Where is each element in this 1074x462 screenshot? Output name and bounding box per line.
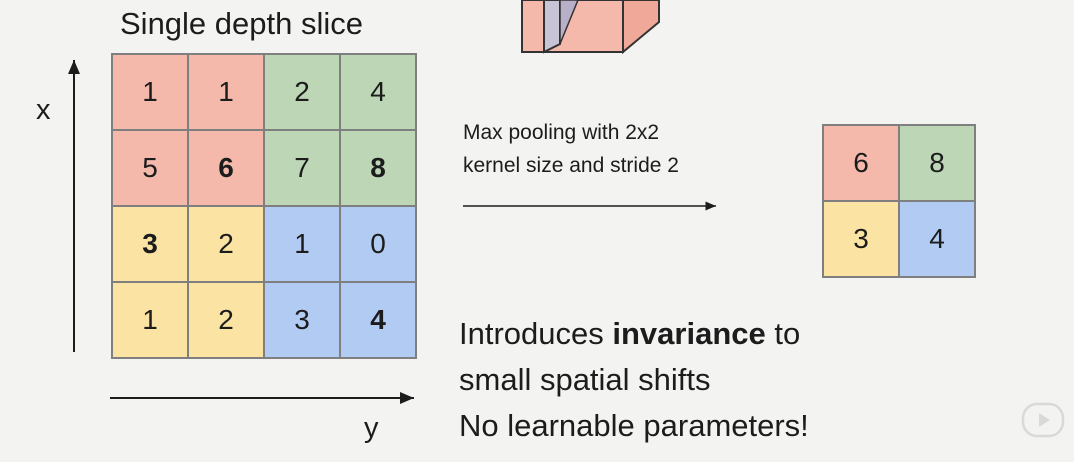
input-grid-cell: 6 [188,130,264,206]
input-grid-cell: 2 [188,282,264,358]
input-grid-cell: 4 [340,54,416,130]
pooling-label-line1: Max pooling with 2x2 [463,121,660,144]
output-grid-cell: 8 [899,125,975,201]
input-grid-cell: 2 [264,54,340,130]
input-grid-cell: 3 [264,282,340,358]
property-spatial-shifts: small spatial shifts [459,362,711,397]
input-grid-cell: 3 [112,206,188,282]
output-grid-cell: 4 [899,201,975,277]
invariance-prefix: Introduces [459,316,613,351]
input-grid-cell: 1 [188,54,264,130]
pooling-properties-text: Introduces invariance to small spatial s… [459,311,809,449]
input-grid-cell: 0 [340,206,416,282]
pooling-description: Max pooling with 2x2 kernel size and str… [463,116,679,182]
input-grid-cell: 2 [188,206,264,282]
input-grid-cell: 1 [264,206,340,282]
output-grid-cell: 6 [823,125,899,201]
diagram-title: Single depth slice [120,6,363,41]
y-axis-label: y [364,412,379,444]
input-grid-cell: 8 [340,130,416,206]
play-icon[interactable] [1019,396,1067,444]
input-grid-cell: 4 [340,282,416,358]
property-no-parameters: No learnable parameters! [459,408,809,443]
pooling-label-line2: kernel size and stride 2 [463,154,679,177]
input-grid-cell: 5 [112,130,188,206]
output-grid-cell: 3 [823,201,899,277]
input-grid-cell: 7 [264,130,340,206]
property-invariance: Introduces invariance to [459,311,809,357]
cube-fragment-icon [521,0,660,55]
invariance-suffix: to [765,316,801,351]
input-grid-cell: 1 [112,54,188,130]
invariance-keyword: invariance [612,316,766,351]
x-axis-label: x [36,94,51,126]
input-grid-cell: 1 [112,282,188,358]
